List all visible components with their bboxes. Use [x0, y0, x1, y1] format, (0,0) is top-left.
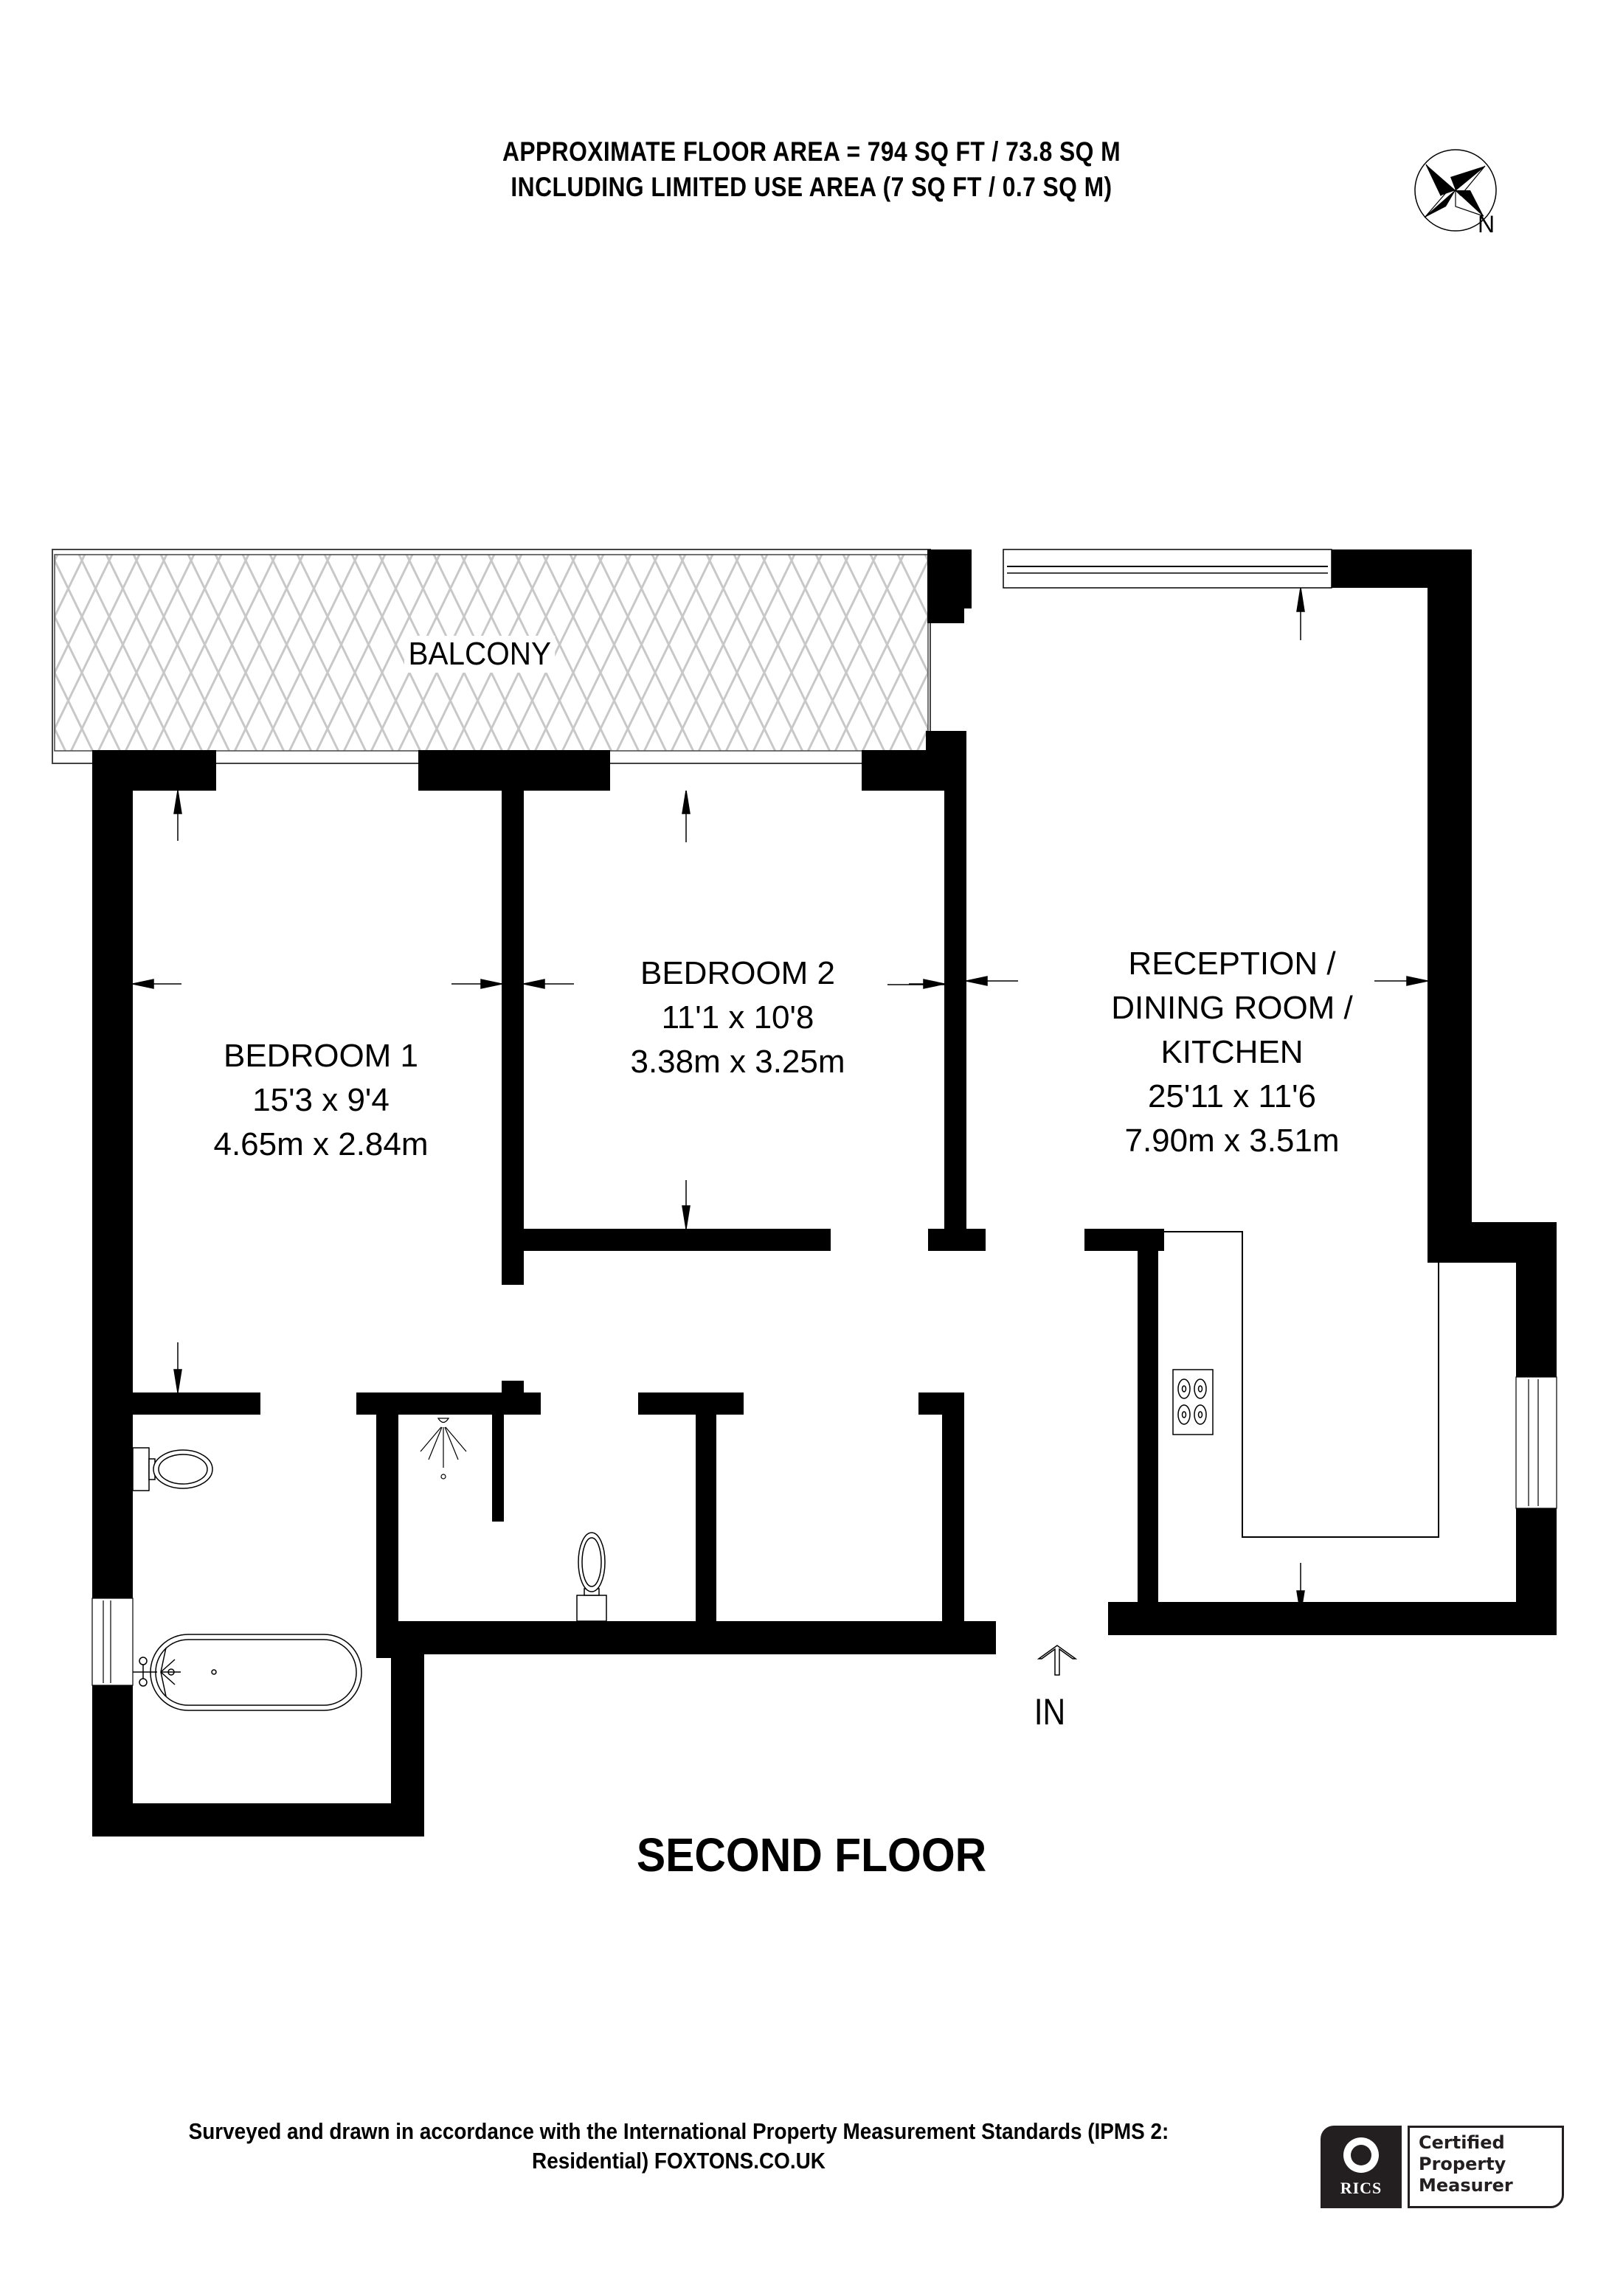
room-bedroom-1: BEDROOM 1 15'3 x 9'4 4.65m x 2.84m	[184, 1034, 457, 1167]
toilet-icon	[576, 1532, 607, 1622]
room-name: BEDROOM 2	[640, 955, 836, 991]
hob-icon	[1172, 1369, 1214, 1435]
entrance-arrow-icon	[1037, 1645, 1078, 1676]
footer-line-2: Residential) FOXTONS.CO.UK	[532, 2148, 826, 2174]
toilet-icon	[132, 1447, 213, 1491]
kitchen-counter	[1158, 1231, 1439, 1538]
room-name-line-1: RECEPTION /	[1128, 946, 1336, 982]
room-dimensions-metric: 3.38m x 3.25m	[630, 1044, 845, 1080]
footer-line-1: Surveyed and drawn in accordance with th…	[188, 2118, 1169, 2144]
rics-logo: RICS	[1321, 2126, 1402, 2208]
compass-rose-icon	[1414, 149, 1497, 232]
balcony-label: BALCONY	[404, 636, 556, 673]
room-dimensions-imperial: 25'11 x 11'6	[1147, 1078, 1316, 1114]
walls	[92, 549, 1557, 1837]
cert-line-3: Measurer	[1419, 2175, 1513, 2196]
shower-icon	[420, 1418, 467, 1480]
room-dimensions-metric: 7.90m x 3.51m	[1124, 1123, 1340, 1159]
limited-use-area: INCLUDING LIMITED USE AREA (7 SQ FT / 0.…	[511, 172, 1112, 202]
floor-area-total: APPROXIMATE FLOOR AREA = 794 SQ FT / 73.…	[502, 136, 1121, 167]
survey-footer: Surveyed and drawn in accordance with th…	[44, 2117, 1313, 2176]
window-icon	[91, 549, 1557, 1686]
dimension-arrow-icon	[132, 587, 1428, 1615]
cert-line-2: Property	[1419, 2154, 1506, 2174]
room-dimensions-imperial: 11'1 x 10'8	[661, 999, 814, 1036]
certification-text: Certified Property Measurer	[1408, 2126, 1564, 2208]
floor-area-header: APPROXIMATE FLOOR AREA = 794 SQ FT / 73.…	[0, 134, 1623, 205]
room-name: BEDROOM 1	[223, 1038, 419, 1074]
rics-wordmark: RICS	[1340, 2179, 1383, 2197]
entrance-label: IN	[1034, 1691, 1066, 1733]
room-name-line-2: DINING ROOM /	[1111, 990, 1353, 1026]
cert-line-1: Certified	[1419, 2132, 1505, 2153]
room-dimensions-metric: 4.65m x 2.84m	[213, 1126, 429, 1162]
room-dimensions-imperial: 15'3 x 9'4	[252, 1082, 390, 1118]
room-bedroom-2: BEDROOM 2 11'1 x 10'8 3.38m x 3.25m	[598, 951, 878, 1084]
room-reception-dining-kitchen: RECEPTION / DINING ROOM / KITCHEN 25'11 …	[1062, 942, 1402, 1163]
room-name-line-3: KITCHEN	[1160, 1034, 1304, 1070]
compass-north-label: N	[1478, 211, 1495, 237]
rics-certified-badge: RICS Certified Property Measurer	[1321, 2126, 1564, 2208]
bathtub-icon	[133, 1634, 362, 1711]
lion-crest-icon	[1343, 2137, 1379, 2173]
floor-title: SECOND FLOOR	[636, 1828, 987, 1881]
